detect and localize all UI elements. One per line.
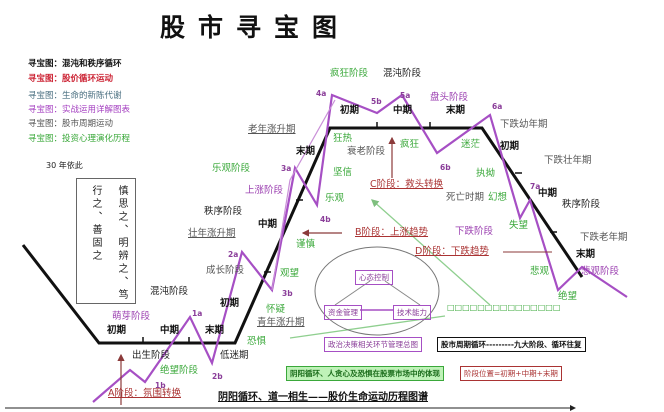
label: 绝望阶段 (160, 365, 199, 376)
label: 迷茫 (461, 139, 481, 150)
period-label: 初期 (340, 105, 360, 116)
label: 上涨阶段 (245, 185, 284, 196)
label: 观望 (280, 268, 300, 279)
period-label: 末期 (446, 105, 466, 116)
legend-item: 寻宝图：混沌和秩序循环 (28, 59, 122, 69)
label: 秩序阶段 (204, 206, 243, 217)
point-label: 1b (155, 381, 166, 390)
label: 萌芽阶段 (112, 311, 151, 322)
cycle-note: 30 年依此 (46, 161, 83, 170)
legend-item: 寻宝图：实战运用详解图表 (28, 105, 131, 115)
label: 下跌壮年期 (544, 155, 592, 166)
placeholder-squares: □□□□□□□□□□□□□□□ (447, 303, 561, 312)
label: 低迷期 (220, 350, 249, 361)
label: 怀疑 (266, 304, 286, 315)
period-label: 末期 (296, 146, 316, 157)
stage-c-label: C阶段：救头转换 (370, 179, 444, 190)
period-label: 中期 (258, 219, 278, 230)
label: 衰老阶段 (347, 146, 386, 157)
point-label: 1a (192, 309, 203, 318)
price-line (92, 93, 628, 403)
period-label: 末期 (205, 325, 225, 336)
period-ticks (142, 122, 557, 343)
period-label: 中期 (538, 188, 558, 199)
motto-box: 慎思之、明辨之、笃 行之、善固之 (76, 178, 136, 304)
stage-a-label: A阶段：氛围转换 (108, 388, 181, 399)
label: 幻想 (488, 192, 508, 203)
footer-caption: 阴阳循环、道一相生——股价生命运动历程图谱 (218, 392, 428, 403)
triangle-top-box: 心态控制 (355, 270, 393, 285)
label: 恐惧 (247, 336, 267, 347)
legend-item: 寻宝图：股价循环运动 (28, 74, 114, 84)
point-label: 6b (440, 163, 451, 172)
label: 盘头阶段 (430, 92, 469, 103)
label: 混沌阶段 (383, 68, 422, 79)
trading-system-ellipse (314, 246, 440, 336)
label: 疯狂阶段 (330, 68, 369, 79)
label: 悲观阶段 (581, 266, 620, 277)
legend-item: 寻宝图：生命的新陈代谢 (28, 91, 122, 101)
label: 执拗 (476, 168, 496, 179)
purple-note-box: 政治决策相关环节管理总图 (324, 337, 422, 352)
label: 壮年涨升期 (188, 228, 236, 239)
motto-col-1: 慎思之、明辨之、笃 (116, 185, 127, 302)
period-label: 初期 (220, 298, 240, 309)
period-label: 初期 (107, 325, 127, 336)
point-label: 6a (492, 102, 503, 111)
point-label: 2a (228, 250, 239, 259)
black-note-box: 股市周期循环---------九大阶段、循环往复 (437, 337, 586, 352)
label: 混沌阶段 (150, 286, 189, 297)
period-label: 初期 (500, 141, 520, 152)
period-label: 中期 (393, 105, 413, 116)
label: 悲观 (530, 266, 550, 277)
label: 出生阶段 (132, 350, 171, 361)
label: 绝望 (558, 291, 578, 302)
period-label: 末期 (576, 249, 596, 260)
label: 疯狂 (400, 139, 420, 150)
label: 成长阶段 (206, 265, 245, 276)
point-label: 4a (316, 89, 327, 98)
label: 下跌幼年期 (500, 119, 548, 130)
label: 下跌老年期 (580, 232, 628, 243)
label: 乐观 (325, 193, 345, 204)
point-label: 3a (281, 164, 292, 173)
legend-item: 寻宝图：股市周期运动 (28, 119, 114, 129)
legend-item: 寻宝图：投资心理演化历程 (28, 134, 131, 144)
point-label: 4b (320, 215, 331, 224)
price-line-shadow (271, 99, 336, 291)
label: 秩序阶段 (562, 199, 601, 210)
label: 谨慎 (296, 239, 316, 250)
label: 青年涨升期 (257, 317, 305, 328)
page-title: 股市寻宝图 (160, 13, 351, 42)
psychology-arrow (371, 199, 491, 306)
motto-col-2: 行之、善固之 (90, 185, 101, 263)
label: 狂热 (333, 133, 353, 144)
point-label: 7a (530, 182, 541, 191)
red-note-box: 阶段位置=初期+中期+末期 (460, 366, 562, 381)
period-label: 中期 (160, 325, 180, 336)
triangle-right-box: 技术能力 (393, 305, 431, 320)
stage-d-label: D阶段：下跌趋势 (415, 246, 489, 257)
point-label: 2b (212, 372, 223, 381)
stage-b-label: B阶段：上涨趋势 (355, 227, 429, 238)
triangle-left-box: 资金管理 (324, 305, 362, 320)
label: 乐观阶段 (212, 163, 251, 174)
label: 老年涨升期 (248, 124, 296, 135)
triangle-lines (334, 280, 421, 306)
label: 死亡时期 (446, 192, 485, 203)
point-label: 5b (371, 97, 382, 106)
label: 失望 (509, 220, 529, 231)
point-label: 3b (282, 289, 293, 298)
green-note-box: 阴阳循环、人贪心及恐惧在股票市场中的体现 (286, 366, 444, 381)
label: 坚信 (333, 167, 353, 178)
label: 下跌阶段 (455, 226, 494, 237)
point-label: 5a (400, 91, 411, 100)
